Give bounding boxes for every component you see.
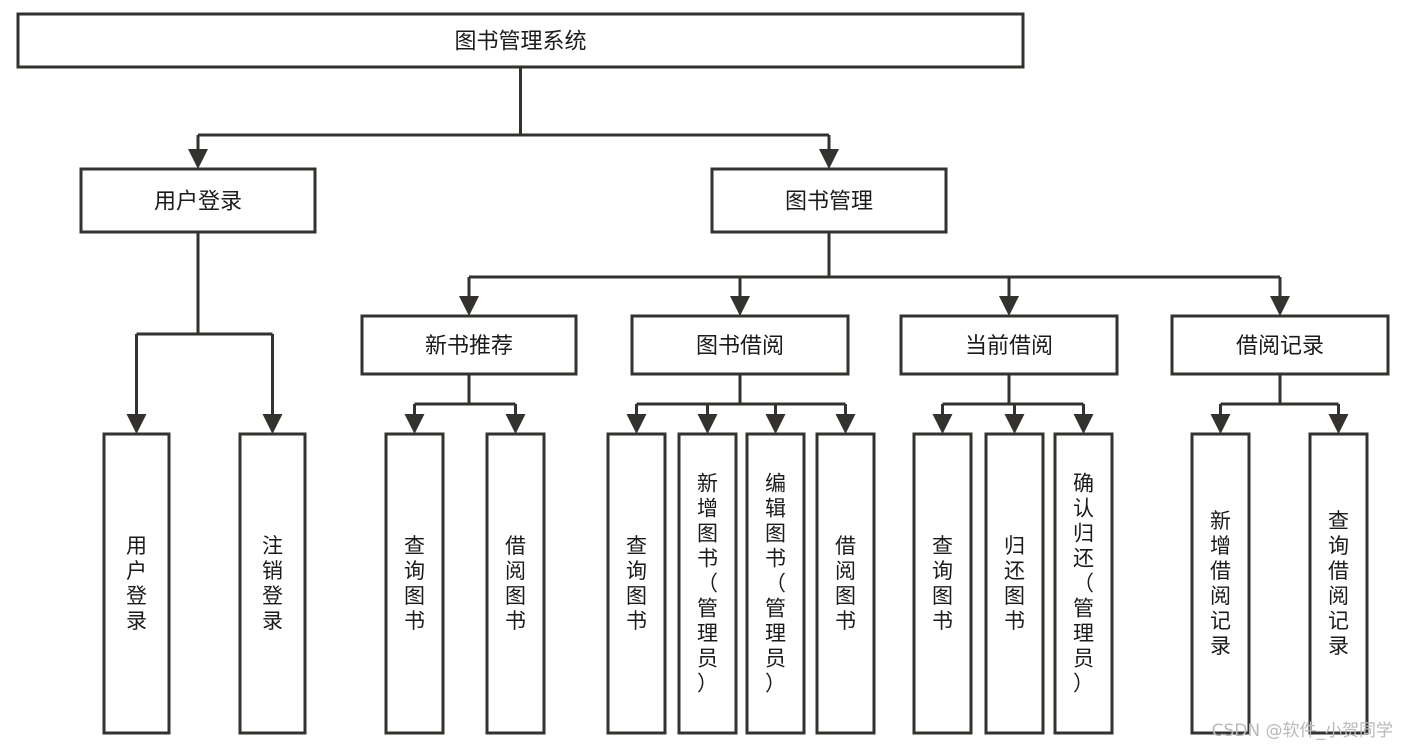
node-box[interactable] [710,167,948,234]
node-leaf[interactable]: 新增图书（管理员） [677,432,738,735]
arrow-head-icon [404,414,425,434]
node-box[interactable] [745,432,806,735]
node-box[interactable] [984,432,1045,735]
arrow-head-icon [188,149,208,169]
arrow-head-icon [626,414,647,434]
arrow-head-icon [459,296,479,316]
node-box[interactable] [238,432,307,735]
node-level3[interactable]: 图书借阅 [630,314,850,376]
node-label: 新增图书（管理员） [697,472,718,696]
node-label: 图书管理系统 [454,30,586,55]
node-box[interactable] [677,432,738,735]
node-label: 新增借阅记录 [1210,509,1231,658]
node-box[interactable] [630,314,850,376]
arrow-head-icon [730,296,750,316]
arrow-head-icon [1004,414,1025,434]
node-box[interactable] [102,432,171,735]
arrow-head-icon [1073,414,1094,434]
arrow-head-icon [1210,414,1231,434]
node-box[interactable] [360,314,578,376]
node-leaf[interactable]: 确认归还（管理员） [1053,432,1114,735]
arrow-head-icon [819,149,839,169]
arrow-head-icon [835,414,856,434]
nodes-layer: 图书管理系统用户登录图书管理新书推荐图书借阅当前借阅借阅记录用户登录注销登录查询… [16,12,1390,735]
node-box[interactable] [485,432,546,735]
node-box[interactable] [16,12,1025,69]
arrow-head-icon [765,414,786,434]
node-leaf[interactable]: 归还图书 [984,432,1045,735]
arrow-head-icon [932,414,953,434]
node-leaf[interactable]: 编辑图书（管理员） [745,432,806,735]
connectors-layer [126,67,1349,434]
node-label: 图书管理 [785,190,873,215]
node-level2[interactable]: 用户登录 [79,167,317,234]
node-label: 新书推荐 [425,334,513,359]
node-leaf[interactable]: 新增借阅记录 [1190,432,1251,735]
node-label: 查询图书 [404,534,425,633]
arrow-head-icon [505,414,526,434]
arrow-head-icon [262,414,283,434]
node-leaf[interactable]: 查询借阅记录 [1308,432,1369,735]
node-level3[interactable]: 新书推荐 [360,314,578,376]
node-box[interactable] [815,432,876,735]
arrow-head-icon [1328,414,1349,434]
node-label: 图书借阅 [696,334,784,359]
node-label: 借阅图书 [835,534,856,633]
node-label: 确认归还（管理员） [1073,472,1094,696]
node-level2[interactable]: 图书管理 [710,167,948,234]
arrow-head-icon [999,296,1019,316]
node-label: 用户登录 [126,534,147,633]
arrow-head-icon [126,414,147,434]
node-label: 用户登录 [154,190,242,215]
node-box[interactable] [1170,314,1390,376]
node-box[interactable] [912,432,973,735]
node-level3[interactable]: 当前借阅 [899,314,1119,376]
node-box[interactable] [384,432,445,735]
node-leaf[interactable]: 用户登录 [102,432,171,735]
node-leaf[interactable]: 注销登录 [238,432,307,735]
node-label: 借阅记录 [1236,334,1324,359]
node-leaf[interactable]: 查询图书 [384,432,445,735]
node-leaf[interactable]: 借阅图书 [815,432,876,735]
node-leaf[interactable]: 查询图书 [912,432,973,735]
node-label: 查询图书 [626,534,647,633]
node-box[interactable] [1190,432,1251,735]
arrow-head-icon [1270,296,1290,316]
node-leaf[interactable]: 查询图书 [606,432,667,735]
node-label: 注销登录 [262,534,283,633]
node-box[interactable] [1053,432,1114,735]
node-label: 当前借阅 [965,334,1053,359]
node-label: 查询借阅记录 [1328,509,1349,658]
node-box[interactable] [1308,432,1369,735]
node-box[interactable] [606,432,667,735]
node-leaf[interactable]: 借阅图书 [485,432,546,735]
node-root[interactable]: 图书管理系统 [16,12,1025,69]
node-label: 归还图书 [1004,534,1025,633]
node-label: 查询图书 [932,534,953,633]
node-box[interactable] [899,314,1119,376]
arrow-head-icon [697,414,718,434]
node-label: 借阅图书 [505,534,526,633]
node-label: 编辑图书（管理员） [765,472,786,696]
node-level3[interactable]: 借阅记录 [1170,314,1390,376]
node-box[interactable] [79,167,317,234]
